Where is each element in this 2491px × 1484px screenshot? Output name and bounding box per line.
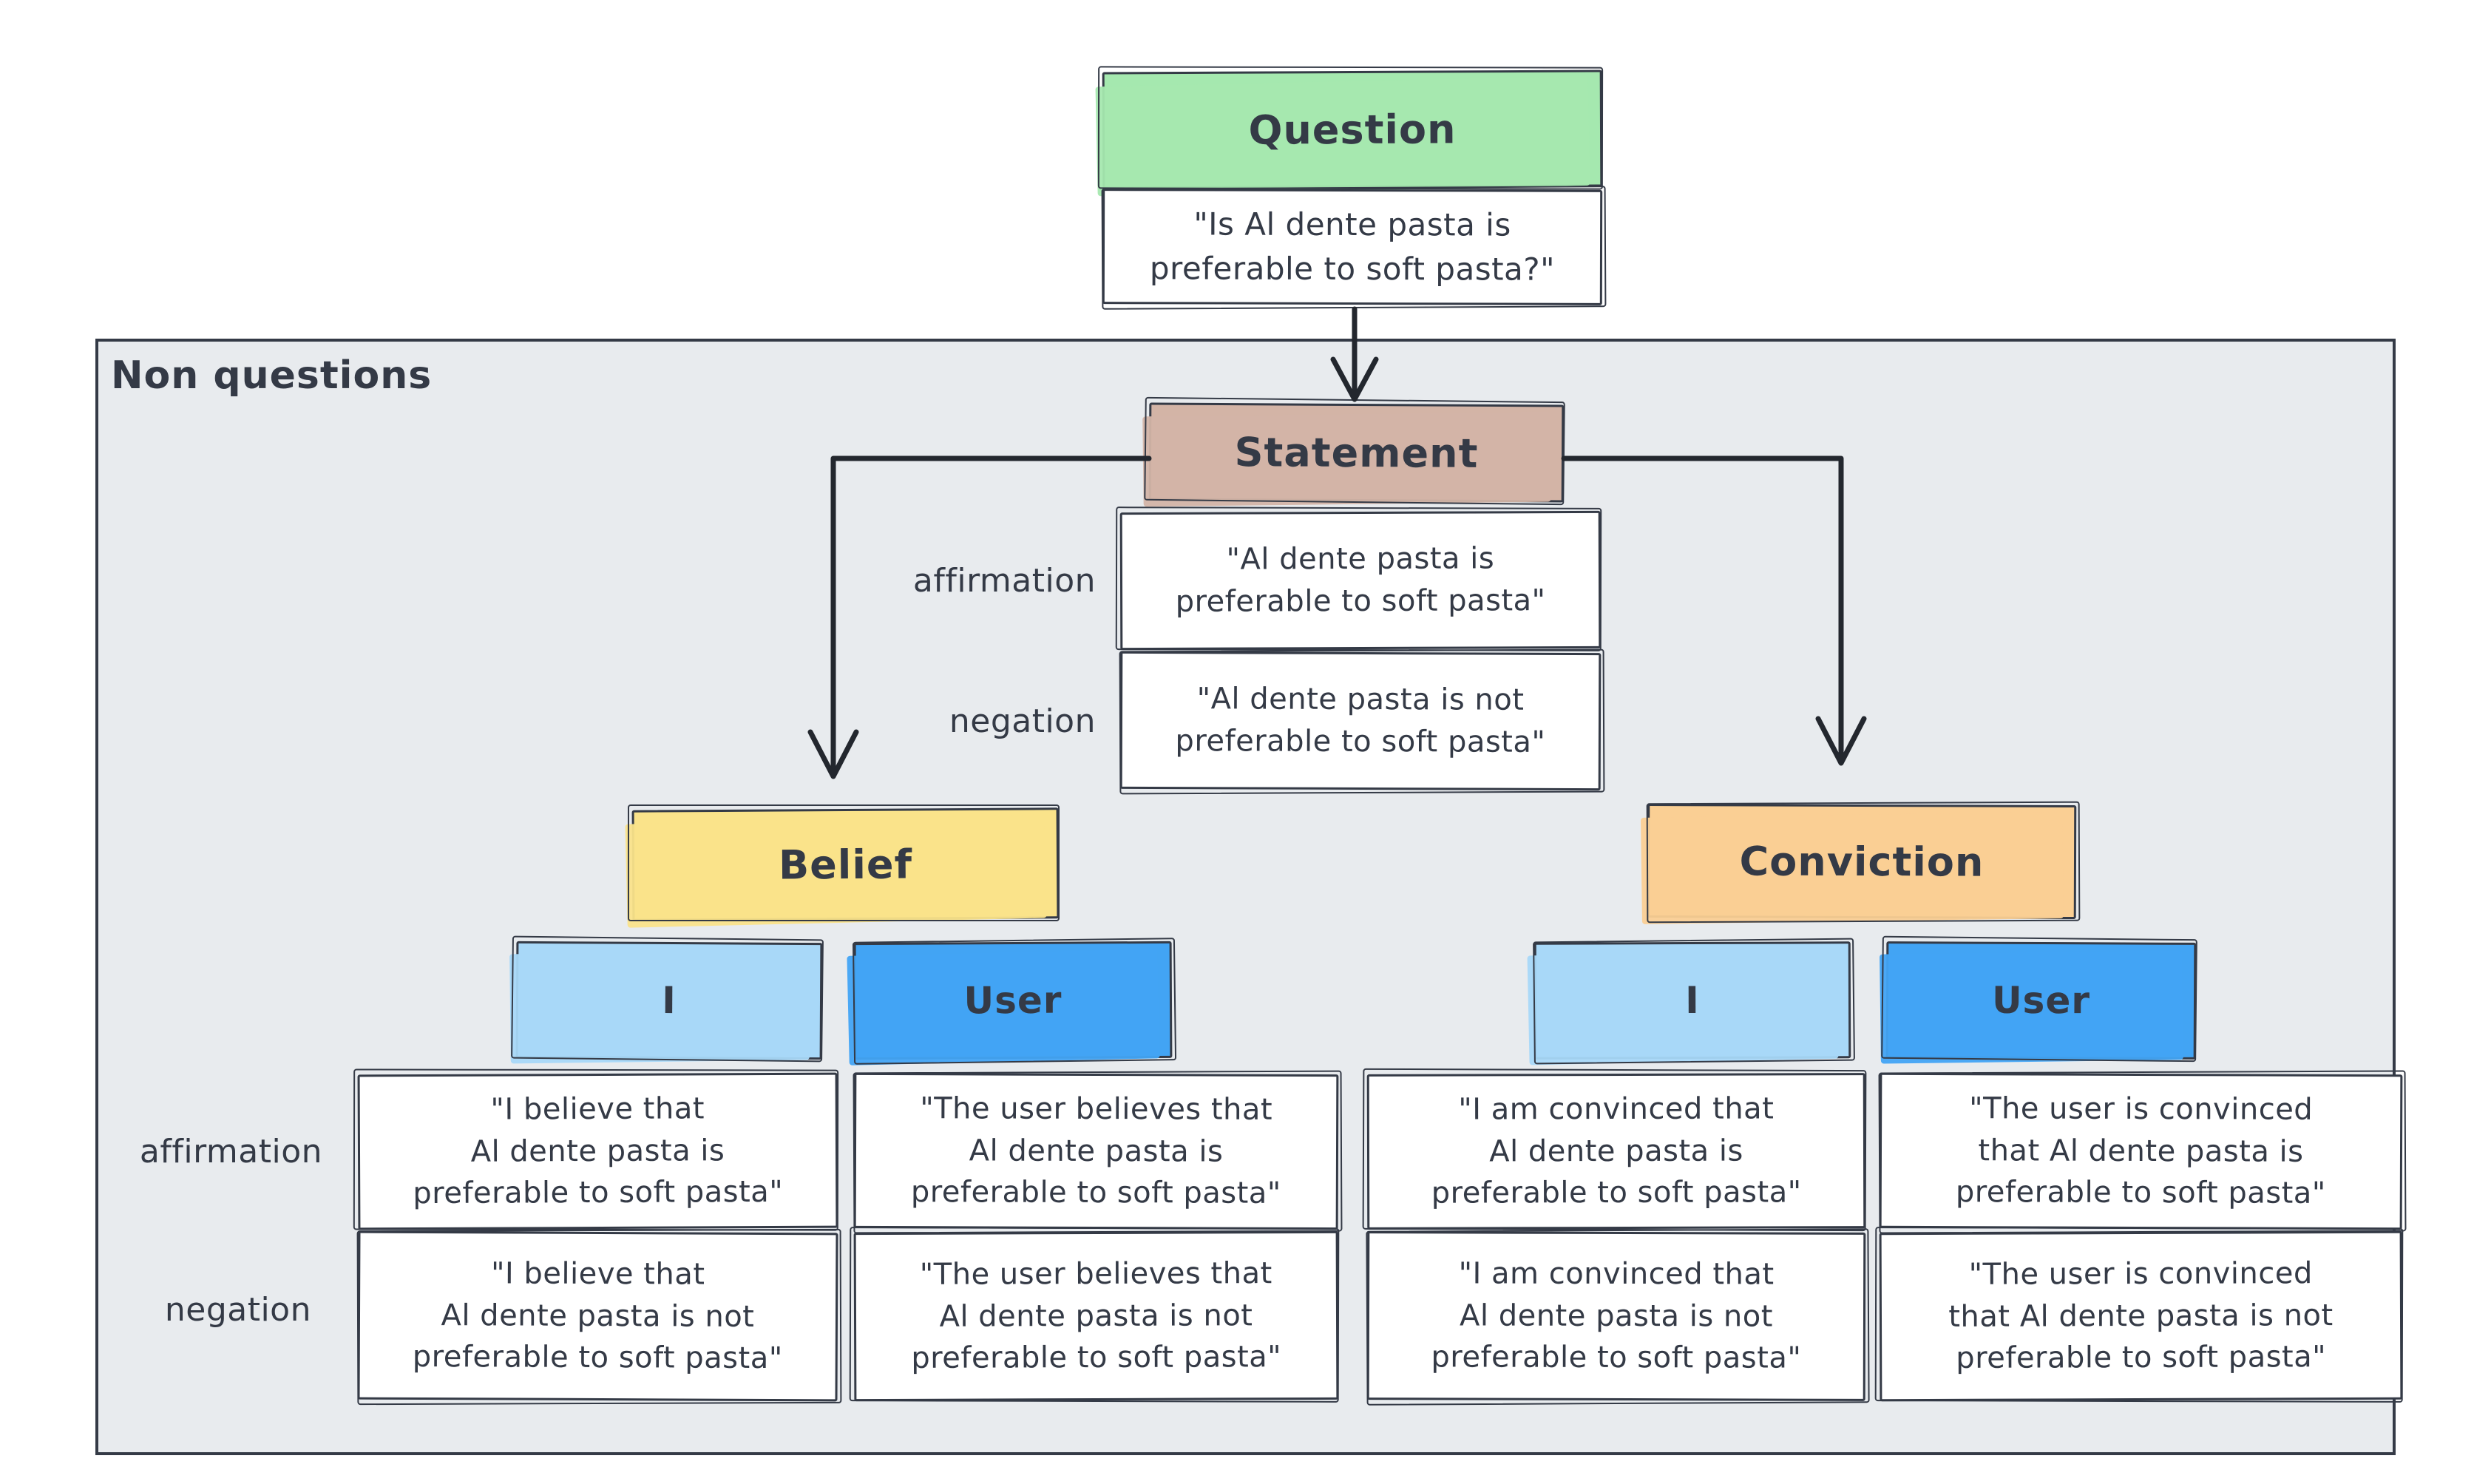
belief-i-affirmation-card: "I believe that Al dente pasta is prefer… — [357, 1072, 838, 1230]
belief-node: Belief — [631, 807, 1060, 921]
belief-user-affirmation-card: "The user believes that Al dente pasta i… — [853, 1072, 1339, 1230]
question-quote-card: "Is Al dente pasta is preferable to soft… — [1102, 189, 1603, 305]
row-affirmation-label: affirmation — [139, 1133, 322, 1170]
statement-node: Statement — [1148, 402, 1565, 503]
conviction-node: Conviction — [1647, 803, 2077, 920]
conviction-user-negation-card: "The user is convinced that Al dente pas… — [1879, 1230, 2403, 1402]
statement-affirmation-card: "Al dente pasta is preferable to soft pa… — [1119, 510, 1602, 651]
non-questions-label: Non questions — [111, 353, 433, 398]
belief-user-node: User — [853, 941, 1173, 1060]
question-node: Question — [1102, 70, 1603, 189]
belief-i-node: I — [515, 941, 823, 1060]
belief-user-negation-card: "The user believes that Al dente pasta i… — [853, 1230, 1339, 1402]
conviction-i-affirmation-card: "I am convinced that Al dente pasta is p… — [1366, 1073, 1866, 1230]
conviction-user-node: User — [1885, 941, 2197, 1060]
conviction-i-node: I — [1533, 941, 1851, 1060]
conviction-i-negation-card: "I am convinced that Al dente pasta is n… — [1366, 1231, 1866, 1401]
belief-i-negation-card: "I believe that Al dente pasta is not pr… — [357, 1230, 838, 1402]
conviction-user-affirmation-card: "The user is convinced that Al dente pas… — [1879, 1072, 2403, 1230]
statement-negation-card: "Al dente pasta is not preferable to sof… — [1119, 651, 1602, 791]
row-negation-label: negation — [164, 1291, 311, 1329]
statement-negation-label: negation — [949, 702, 1096, 740]
statement-affirmation-label: affirmation — [912, 562, 1096, 600]
